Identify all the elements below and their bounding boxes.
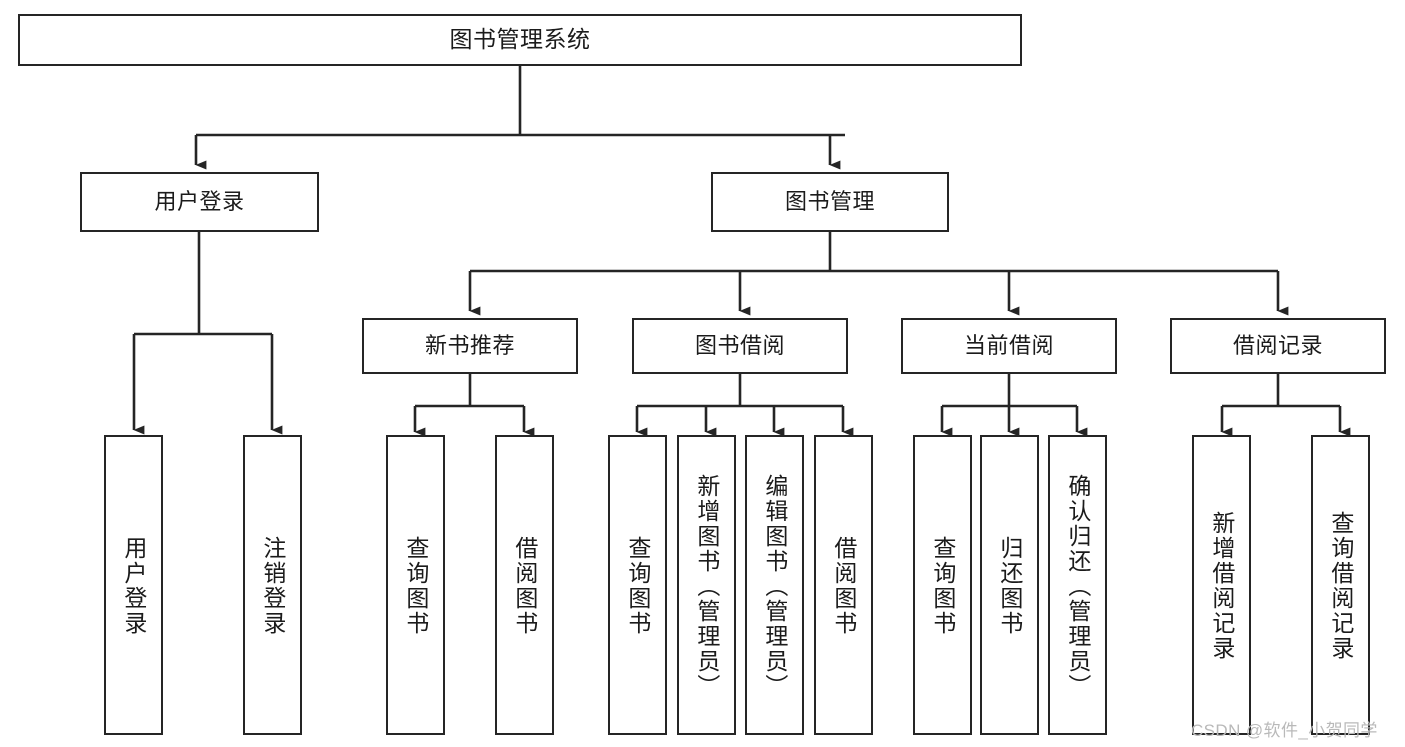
node-current-borrow[interactable]: 当前借阅 — [901, 318, 1117, 374]
node-borrow-record-label: 借阅记录 — [1232, 333, 1323, 359]
node-leaf-query-record[interactable]: 查询借阅记录 — [1311, 435, 1370, 735]
node-leaf-query-book-1[interactable]: 查询图书 — [386, 435, 445, 735]
node-leaf-borrow-book-2[interactable]: 借阅图书 — [814, 435, 873, 735]
node-root-system-label: 图书管理系统 — [449, 26, 591, 53]
node-leaf-edit-book[interactable]: 编辑图书（管理员） — [745, 435, 804, 735]
node-user-login-label: 用户登录 — [154, 189, 245, 215]
node-leaf-add-record-label: 新增借阅记录 — [1208, 511, 1235, 661]
node-leaf-return-book-label: 归还图书 — [996, 536, 1023, 636]
node-leaf-logout[interactable]: 注销登录 — [243, 435, 302, 735]
node-new-book-recommend[interactable]: 新书推荐 — [362, 318, 578, 374]
node-leaf-confirm-return[interactable]: 确认归还（管理员） — [1048, 435, 1107, 735]
node-leaf-borrow-book-1[interactable]: 借阅图书 — [495, 435, 554, 735]
node-leaf-borrow-book-1-label: 借阅图书 — [511, 536, 538, 636]
node-leaf-query-book-3[interactable]: 查询图书 — [913, 435, 972, 735]
node-new-book-recommend-label: 新书推荐 — [424, 333, 515, 359]
node-leaf-edit-book-label: 编辑图书（管理员） — [761, 473, 788, 699]
node-leaf-logout-label: 注销登录 — [259, 536, 286, 636]
node-book-borrow-label: 图书借阅 — [694, 333, 785, 359]
node-leaf-query-record-label: 查询借阅记录 — [1327, 511, 1354, 661]
node-leaf-query-book-2-label: 查询图书 — [624, 536, 651, 636]
node-leaf-add-record[interactable]: 新增借阅记录 — [1192, 435, 1251, 735]
node-user-login[interactable]: 用户登录 — [80, 172, 319, 232]
node-leaf-borrow-book-2-label: 借阅图书 — [830, 536, 857, 636]
watermark-text: CSDN @软件_小贺同学 — [1191, 721, 1378, 740]
node-borrow-record[interactable]: 借阅记录 — [1170, 318, 1386, 374]
node-leaf-user-login[interactable]: 用户登录 — [104, 435, 163, 735]
node-leaf-user-login-label: 用户登录 — [120, 536, 147, 636]
node-leaf-query-book-1-label: 查询图书 — [402, 536, 429, 636]
node-book-management[interactable]: 图书管理 — [711, 172, 949, 232]
node-leaf-confirm-return-label: 确认归还（管理员） — [1064, 473, 1091, 699]
node-current-borrow-label: 当前借阅 — [963, 333, 1054, 359]
node-leaf-query-book-2[interactable]: 查询图书 — [608, 435, 667, 735]
node-leaf-add-book[interactable]: 新增图书（管理员） — [677, 435, 736, 735]
node-book-management-label: 图书管理 — [784, 189, 875, 215]
node-book-borrow[interactable]: 图书借阅 — [632, 318, 848, 374]
node-root-system[interactable]: 图书管理系统 — [18, 14, 1022, 66]
node-leaf-query-book-3-label: 查询图书 — [929, 536, 956, 636]
node-leaf-add-book-label: 新增图书（管理员） — [693, 473, 720, 699]
node-leaf-return-book[interactable]: 归还图书 — [980, 435, 1039, 735]
